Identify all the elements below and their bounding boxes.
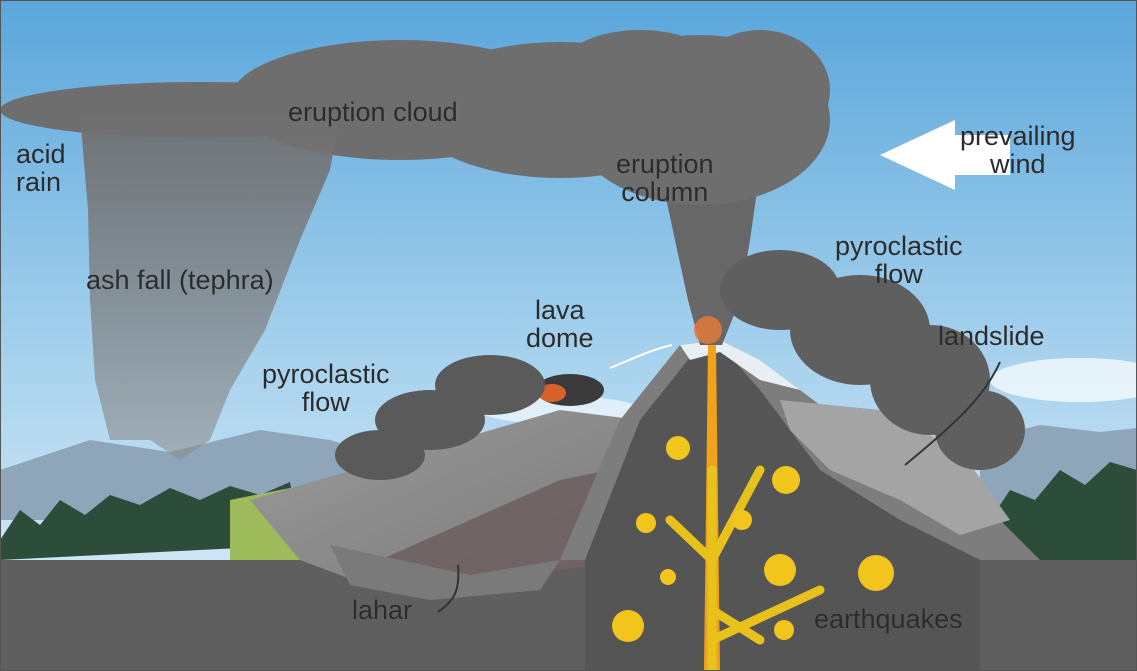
ash-fall-label: ash fall (tephra)	[86, 266, 274, 294]
eruption-cloud-label: eruption cloud	[288, 98, 458, 126]
lava-dome-label: lava dome	[526, 296, 594, 352]
lahar-label: lahar	[352, 596, 412, 624]
acid-rain-label: acid rain	[16, 140, 66, 196]
earthquakes-label: earthquakes	[814, 605, 963, 633]
eruption-column-label: eruption column	[616, 150, 714, 206]
prevailing-wind-label: prevailing wind	[960, 122, 1076, 178]
pyroclastic-flow-right-label: pyroclastic flow	[835, 232, 963, 288]
vent-glow	[694, 316, 722, 344]
pyroclastic-flow-left-label: pyroclastic flow	[262, 360, 390, 416]
landslide-label: landslide	[938, 322, 1045, 350]
